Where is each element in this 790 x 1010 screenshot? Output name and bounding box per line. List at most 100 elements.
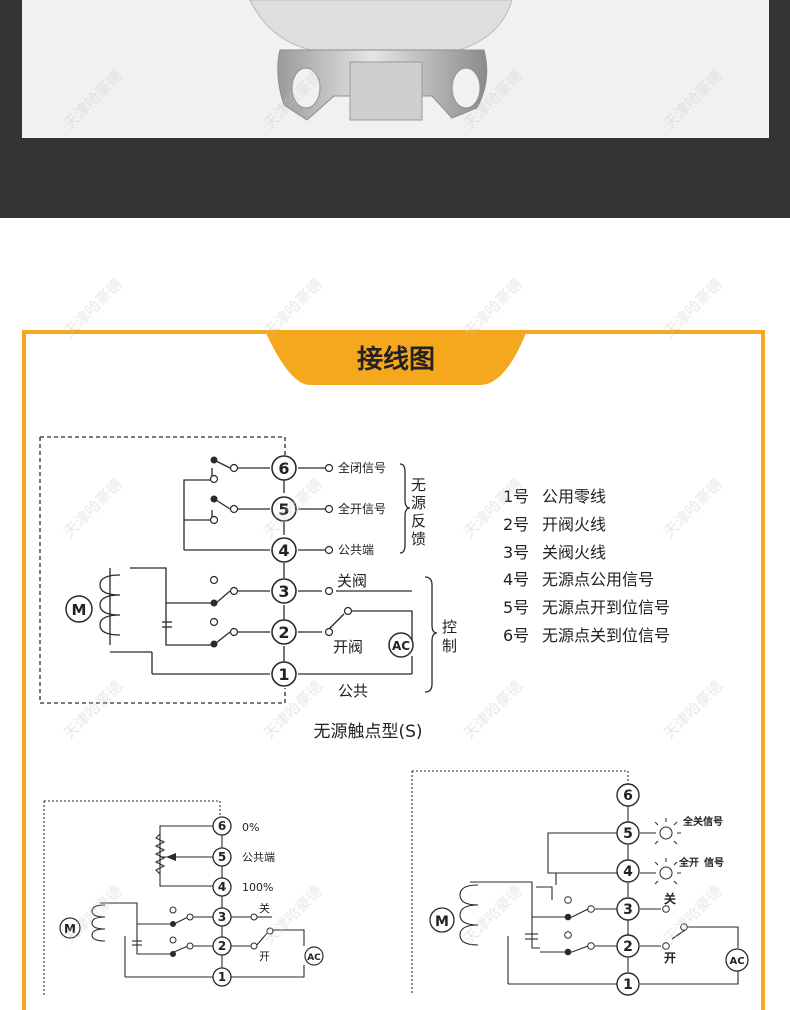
diagram-pot-contacts xyxy=(169,906,274,950)
svg-text:AC: AC xyxy=(307,953,321,963)
label-hundred-percent: 100% xyxy=(242,881,273,894)
terminal-5: 5 xyxy=(278,500,289,519)
legend-desc-3: 关阀火线 xyxy=(542,543,606,562)
svg-text:天津哈豪德: 天津哈豪德 xyxy=(60,275,126,341)
svg-text:3: 3 xyxy=(218,910,226,924)
label-open-valve: 开阀 xyxy=(333,638,363,656)
diagram-lamp-contacts xyxy=(564,896,688,950)
label-lamp-open: 开 xyxy=(664,951,676,965)
svg-text:控: 控 xyxy=(442,618,457,636)
svg-text:1: 1 xyxy=(218,970,226,984)
svg-text:2: 2 xyxy=(623,939,633,955)
svg-text:源: 源 xyxy=(411,494,426,512)
ac-source-s: AC xyxy=(388,632,414,658)
svg-text:制: 制 xyxy=(442,637,457,655)
legend-desc-4: 无源点公用信号 xyxy=(542,570,654,589)
legend-num-1: 1号 xyxy=(503,487,529,506)
label-common-line: 公共 xyxy=(338,682,368,700)
svg-text:天津哈豪德: 天津哈豪德 xyxy=(460,67,526,133)
control-vertical-label: 控 制 xyxy=(442,618,457,655)
label-lamp-close: 关 xyxy=(664,891,676,906)
legend-num-2: 2号 xyxy=(503,515,529,534)
diagram-pot-labels: 0% 公共端 100% 关 开 xyxy=(242,821,275,963)
label-pot-common: 公共端 xyxy=(242,851,275,864)
label-full-open-signal: 全开信号 xyxy=(338,501,386,516)
svg-text:天津哈豪德: 天津哈豪德 xyxy=(660,67,726,133)
diagram-s-contacts xyxy=(209,463,353,637)
ac-source-pot: AC xyxy=(304,946,324,966)
svg-text:反: 反 xyxy=(411,512,426,530)
svg-text:M: M xyxy=(435,914,449,930)
diagram-s-labels: 全闭信号 全开信号 公共端 xyxy=(338,460,386,557)
ac-source-lamp: AC xyxy=(725,948,749,972)
svg-text:6: 6 xyxy=(623,788,633,804)
svg-text:M: M xyxy=(64,922,76,936)
svg-text:5: 5 xyxy=(623,826,633,842)
terminal-2: 2 xyxy=(278,623,289,642)
legend-num-6: 6号 xyxy=(503,626,529,645)
diagram-pot-lines xyxy=(43,800,305,995)
svg-text:4: 4 xyxy=(623,864,633,880)
label-pot-open: 开 xyxy=(259,950,270,963)
svg-text:AC: AC xyxy=(392,639,410,653)
diagram-lamp-terminals: 6 5 4 3 2 1 xyxy=(616,783,640,996)
signal-lamp-icons xyxy=(651,818,681,885)
svg-text:M: M xyxy=(72,601,87,619)
svg-text:馈: 馈 xyxy=(411,530,426,548)
diagram-lamp-labels: 全关信号 全开 信号 xyxy=(678,815,724,869)
legend-desc-2: 开阀火线 xyxy=(542,515,606,534)
legend-desc-6: 无源点关到位信号 xyxy=(542,626,670,645)
label-full-open-lamp: 全开 xyxy=(678,856,699,869)
label-zero-percent: 0% xyxy=(242,821,259,834)
diagram-s-terminals: 6 5 4 3 2 1 xyxy=(271,455,297,687)
legend-num-3: 3号 xyxy=(503,543,529,562)
svg-text:天津哈豪德: 天津哈豪德 xyxy=(260,275,326,341)
label-full-close-signal: 全闭信号 xyxy=(338,460,386,475)
svg-text:天津哈豪德: 天津哈豪德 xyxy=(660,275,726,341)
diagram-s-dots xyxy=(210,456,218,648)
svg-text:天津哈豪德: 天津哈豪德 xyxy=(260,475,326,541)
legend-num-5: 5号 xyxy=(503,598,529,617)
terminal-3: 3 xyxy=(278,582,289,601)
svg-text:1: 1 xyxy=(623,977,633,993)
svg-text:无: 无 xyxy=(411,476,426,494)
svg-text:天津哈豪德: 天津哈豪德 xyxy=(60,677,126,743)
svg-text:天津哈豪德: 天津哈豪德 xyxy=(660,677,726,743)
product-photo xyxy=(22,0,769,138)
terminal-legend: 1号 公用零线 2号 开阀火线 3号 关阀火线 4号 无源点公用信号 5号 无源… xyxy=(503,487,670,645)
terminal-6: 6 xyxy=(278,459,289,478)
diagram-s-lines xyxy=(39,436,438,704)
legend-desc-1: 公用零线 xyxy=(542,487,606,506)
diagram-s-caption: 无源触点型(S) xyxy=(313,722,422,742)
header-tab xyxy=(266,333,526,385)
watermarks: 天津哈豪德 天津哈豪德 天津哈豪德 天津哈豪德 天津哈豪德 天津哈豪德 天津哈豪… xyxy=(60,67,726,948)
svg-text:6: 6 xyxy=(218,819,226,833)
label-full-close-lamp: 全关信号 xyxy=(682,815,723,828)
svg-text:天津哈豪德: 天津哈豪德 xyxy=(460,882,526,948)
svg-text:天津哈豪德: 天津哈豪德 xyxy=(460,677,526,743)
svg-text:天津哈豪德: 天津哈豪德 xyxy=(460,275,526,341)
legend-desc-5: 无源点开到位信号 xyxy=(542,598,670,617)
legend-num-4: 4号 xyxy=(503,570,529,589)
svg-text:3: 3 xyxy=(623,902,633,918)
label-pot-close: 关 xyxy=(259,901,270,915)
label-signal-lamp: 信号 xyxy=(704,856,724,869)
svg-text:5: 5 xyxy=(218,850,226,864)
svg-text:天津哈豪德: 天津哈豪德 xyxy=(260,67,326,133)
svg-text:天津哈豪德: 天津哈豪德 xyxy=(660,475,726,541)
wiring-panel xyxy=(22,330,765,1010)
diagram-lamp-lines xyxy=(411,770,739,995)
diagram-pot-terminals: 6 5 4 3 2 1 xyxy=(212,816,232,987)
label-common: 公共端 xyxy=(338,543,374,557)
terminal-1: 1 xyxy=(278,665,289,684)
svg-text:2: 2 xyxy=(218,939,226,953)
motor-pot: M xyxy=(59,917,81,939)
svg-text:AC: AC xyxy=(729,956,744,967)
header-title: 接线图 xyxy=(357,345,435,375)
actuator-photo-graphic xyxy=(249,0,513,121)
diagram-lamp-dots xyxy=(564,913,572,956)
motor-s: M xyxy=(65,595,93,623)
svg-text:天津哈豪德: 天津哈豪德 xyxy=(60,67,126,133)
feedback-vertical-label: 无 源 反 馈 xyxy=(411,476,426,548)
